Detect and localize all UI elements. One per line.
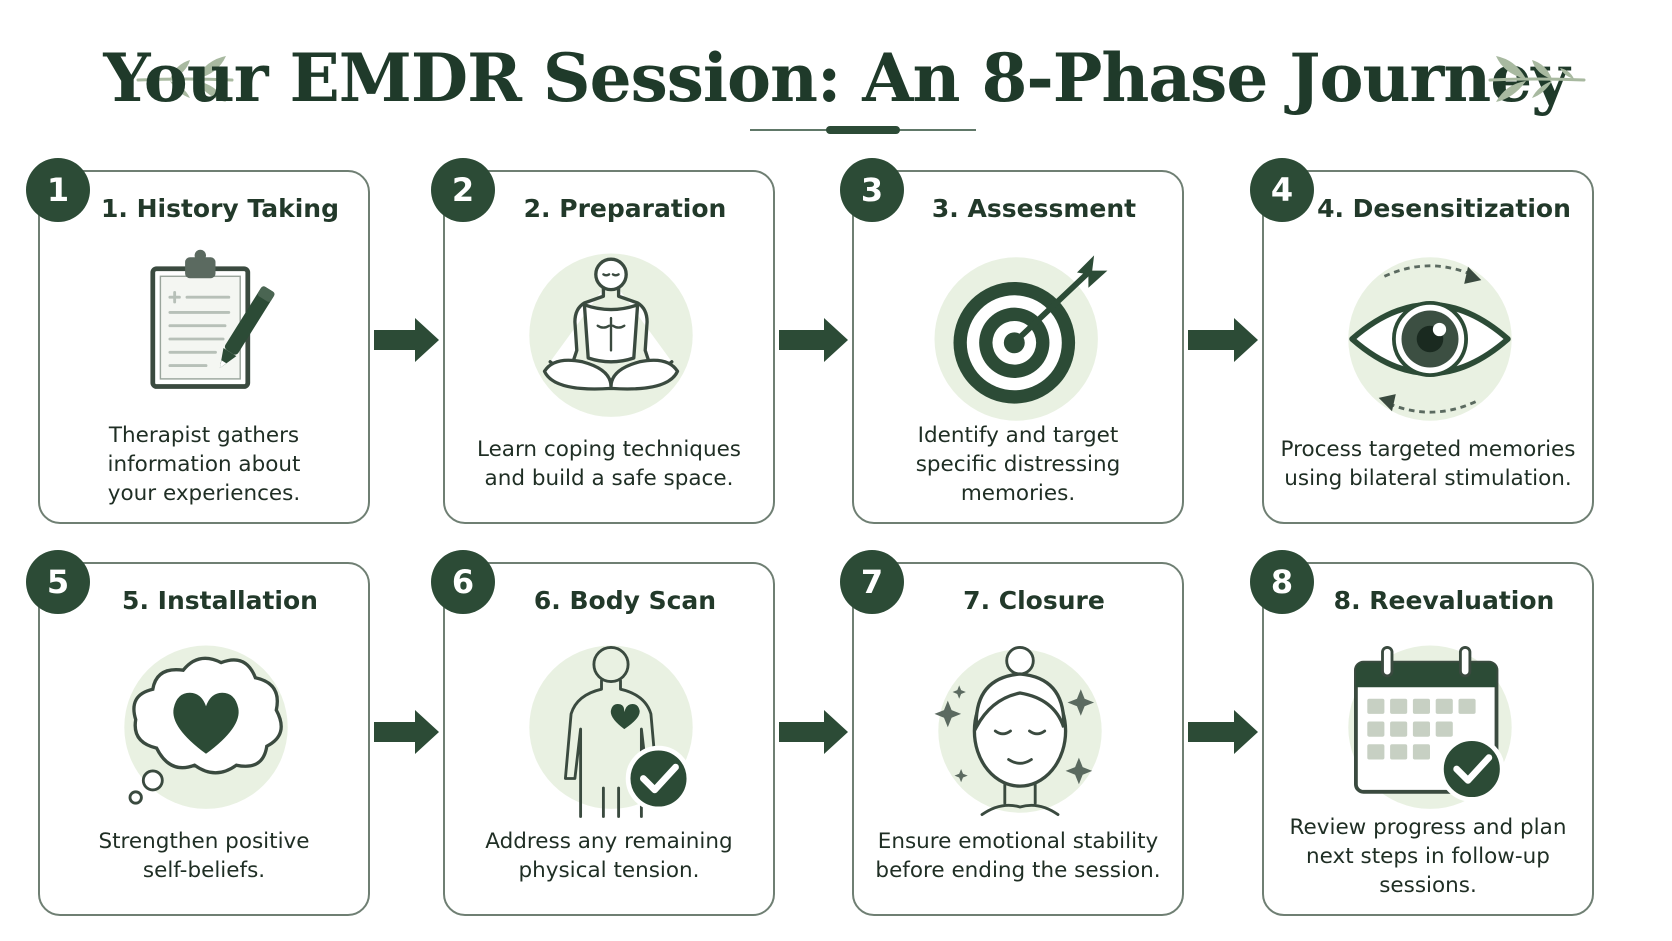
arrow-right-icon <box>374 318 439 362</box>
phase-card: 4. Desensitization Process targeted memo… <box>1262 170 1594 524</box>
description-line: your experiences. <box>107 481 301 506</box>
phase-description: Address any remaining physical tension. <box>461 827 757 885</box>
phase-card: 3. Assessment Identify and target specifi… <box>852 170 1184 524</box>
phase-card: 2. Preparation Learn coping techniques an… <box>443 170 775 524</box>
phase-number-badge: 8 <box>1250 550 1314 614</box>
phase-description: Learn coping techniques and build a safe … <box>461 435 757 493</box>
header: Your EMDR Session: An 8-Phase Journey <box>0 30 1672 140</box>
leaf-sprig-icon <box>136 56 234 102</box>
arrow-right-icon <box>779 318 848 362</box>
description-line: next steps in follow-up <box>1306 844 1550 869</box>
phase-title: 3. Assessment <box>931 194 1137 223</box>
eye-icon <box>1348 257 1512 421</box>
meditation-icon <box>529 253 693 417</box>
phase-title: 6. Body Scan <box>533 586 717 615</box>
page-title: Your EMDR Session: An 8-Phase Journey <box>103 39 1569 117</box>
phase-description: Therapist gathers information about your e… <box>56 421 352 508</box>
arrow-right-icon <box>1188 710 1258 754</box>
phase-number-badge: 7 <box>840 550 904 614</box>
description-line: sessions. <box>1379 873 1477 898</box>
calendar-check-icon <box>1348 645 1512 809</box>
description-line: before ending the session. <box>875 858 1161 883</box>
phase-title: 2. Preparation <box>523 194 727 223</box>
calm-face-icon <box>934 645 1102 817</box>
phase-title: 4. Desensitization <box>1317 194 1571 223</box>
description-line: physical tension. <box>518 858 700 883</box>
description-line: self-beliefs. <box>142 858 266 883</box>
phase-card: 8. Reevaluation Review progress and plan… <box>1262 562 1594 916</box>
description-line: Review progress and plan <box>1289 815 1567 840</box>
phase-number-badge: 3 <box>840 158 904 222</box>
thought-heart-icon <box>124 645 288 809</box>
phase-title: 5. Installation <box>122 586 318 615</box>
phase-title: 7. Closure <box>963 586 1105 615</box>
description-line: Therapist gathers <box>108 423 300 448</box>
phase-description: Ensure emotional stability before ending … <box>870 827 1166 885</box>
description-line: Address any remaining <box>485 829 733 854</box>
phase-description: Review progress and plan next steps in fo… <box>1280 813 1576 900</box>
description-line: information about <box>107 452 301 477</box>
description-line: Learn coping techniques <box>476 437 742 462</box>
phase-card: 7. Closure Ensure emotional stability bef… <box>852 562 1184 916</box>
target-icon <box>934 255 1108 421</box>
description-line: Ensure emotional stability <box>877 829 1159 854</box>
phase-number-badge: 5 <box>26 550 90 614</box>
body-check-icon <box>529 645 693 818</box>
description-line: Strengthen positive <box>98 829 310 854</box>
phase-description: Strengthen positive self-beliefs. <box>56 827 352 885</box>
description-line: specific distressing <box>915 452 1121 477</box>
phase-card: 6. Body Scan Address any remaining physic… <box>443 562 775 916</box>
phase-description: Process targeted memories using bilateral… <box>1280 435 1576 493</box>
phase-number-badge: 4 <box>1250 158 1314 222</box>
leaf-sprig-icon <box>1488 56 1586 102</box>
phase-card: 5. Installation Strengthen positive self-… <box>38 562 370 916</box>
phase-card: 1. History Taking Therapist gathers infor… <box>38 170 370 524</box>
phase-number-badge: 6 <box>431 550 495 614</box>
arrow-right-icon <box>779 710 848 754</box>
clipboard-icon <box>150 249 275 389</box>
arrow-right-icon <box>1188 318 1258 362</box>
description-line: Identify and target <box>917 423 1119 448</box>
description-line: Process targeted memories <box>1280 437 1576 462</box>
description-line: and build a safe space. <box>484 466 734 491</box>
title-divider <box>750 126 976 134</box>
description-line: using bilateral stimulation. <box>1284 466 1572 491</box>
arrow-right-icon <box>374 710 439 754</box>
phase-title: 1. History Taking <box>100 194 339 223</box>
phase-description: Identify and target specific distressing m… <box>870 421 1166 508</box>
phase-number-badge: 2 <box>431 158 495 222</box>
description-line: memories. <box>960 481 1076 506</box>
phase-title: 8. Reevaluation <box>1333 586 1555 615</box>
phase-number-badge: 1 <box>26 158 90 222</box>
